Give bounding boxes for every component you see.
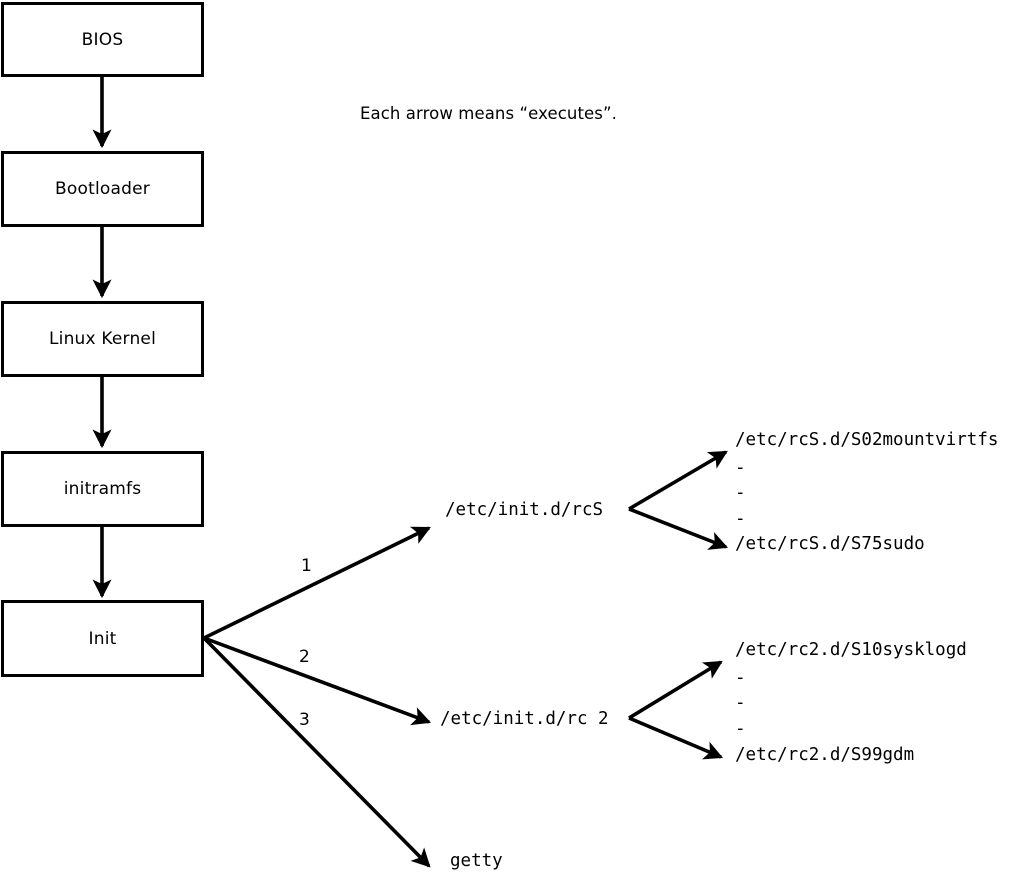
edge-number-2: 2 [299, 647, 310, 667]
edge-number-3: 3 [299, 710, 310, 730]
node-bootloader[interactable]: Bootloader [1, 151, 204, 227]
node-bios[interactable]: BIOS [1, 2, 204, 77]
arrow-rc2-to-first-script [628, 660, 723, 720]
rcs-ellipsis-dash-2: - [735, 483, 746, 503]
label-getty[interactable]: getty [450, 851, 503, 871]
arrow-rcs-to-last-script [628, 507, 729, 550]
rc2-ellipsis-dash-2: - [735, 693, 746, 713]
node-initramfs[interactable]: initramfs [1, 451, 204, 527]
legend-note: Each arrow means “executes”. [360, 104, 617, 123]
node-init[interactable]: Init [1, 600, 204, 677]
node-initramfs-label: initramfs [63, 479, 142, 499]
rcs-ellipsis-dash-1: - [735, 458, 746, 478]
edge-number-1: 1 [301, 556, 312, 576]
node-init-label: Init [88, 628, 117, 649]
node-bios-label: BIOS [81, 29, 124, 50]
label-rc2-last-script[interactable]: /etc/rc2.d/S99gdm [735, 745, 915, 765]
rc2-ellipsis-dash-1: - [735, 668, 746, 688]
arrow-init-branch-3 [202, 636, 431, 868]
label-rcs-first-script[interactable]: /etc/rcS.d/S02mountvirtfs [735, 430, 999, 450]
rc2-ellipsis-dash-3: - [735, 719, 746, 739]
node-linux-kernel-label: Linux Kernel [48, 329, 156, 349]
node-bootloader-label: Bootloader [55, 179, 150, 199]
label-etc-init-d-rc-2[interactable]: /etc/init.d/rc 2 [440, 709, 609, 729]
label-rcs-last-script[interactable]: /etc/rcS.d/S75sudo [735, 534, 925, 554]
arrow-rc2-to-last-script [628, 716, 723, 760]
label-etc-init-d-rcs[interactable]: /etc/init.d/rcS [445, 500, 604, 520]
arrow-rcs-to-first-script [628, 450, 728, 511]
label-rc2-first-script[interactable]: /etc/rc2.d/S10sysklogd [735, 640, 967, 660]
node-linux-kernel[interactable]: Linux Kernel [1, 301, 204, 377]
rcs-ellipsis-dash-3: - [735, 509, 746, 529]
arrow-init-branch-2 [203, 636, 432, 726]
arrow-init-branch-1 [203, 526, 431, 640]
